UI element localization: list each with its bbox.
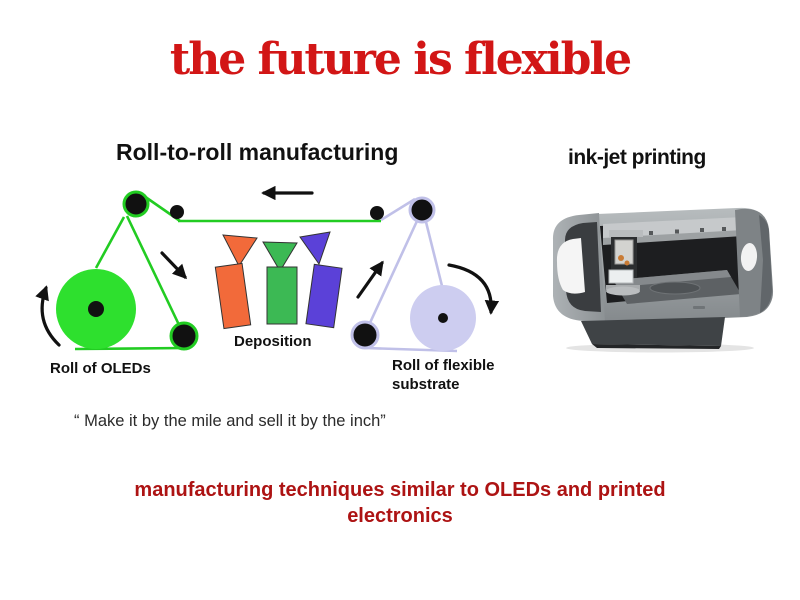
oled-roll-rotation-arrow (35, 285, 61, 347)
deposition-funnel-orange-nozzle (222, 234, 258, 267)
slide-title: the future is flexible (169, 34, 632, 85)
label-substrate-line2: substrate (392, 376, 460, 393)
inkjet-printer-photo (552, 207, 774, 353)
printer-gantry-rail-lower (603, 230, 743, 245)
roll-to-roll-diagram: Roll of OLEDs Deposition Roll of flexibl… (35, 185, 500, 393)
deposition-funnel-purple-body (305, 263, 343, 329)
roll-to-roll-heading: Roll-to-roll manufacturing (116, 139, 399, 165)
printer-printhead-assembly (606, 230, 643, 296)
roller-small-right (370, 206, 384, 220)
printer-base (581, 317, 725, 346)
printer-right-window (740, 243, 758, 271)
deposition-funnel-purple-nozzle (299, 231, 331, 266)
roller-small-left (170, 205, 184, 219)
quote-text: “ Make it by the mile and sell it by the… (74, 412, 386, 430)
label-substrate-line1: Roll of flexible (392, 357, 495, 374)
web-down-arrow (160, 251, 187, 280)
footer-line2: electronics (347, 505, 453, 527)
roller-top-left (122, 190, 150, 218)
inkjet-heading: ink-jet printing (568, 146, 706, 169)
footer-text: manufacturing techniques similar to OLED… (0, 477, 800, 529)
roller-top-right (408, 196, 436, 224)
substrate-roll-rotation-arrow (447, 263, 500, 315)
web-up-arrow (356, 260, 384, 299)
oled-roll-core-dot (88, 301, 104, 317)
printer-rail-marks (649, 227, 726, 235)
printer-right-panel-edge (759, 215, 772, 313)
label-deposition: Deposition (234, 333, 312, 350)
roller-bottom-right (350, 320, 380, 350)
label-roll-of-oleds: Roll of OLEDs (50, 360, 151, 377)
deposition-funnel-green-body (266, 266, 298, 325)
printer-logo-mark (693, 306, 705, 309)
printer-left-window (556, 238, 585, 294)
deposition-funnel-orange-body (214, 262, 252, 330)
substrate-roll-core-dot (438, 313, 448, 323)
printer-platen-edge (613, 270, 731, 287)
footer-line1: manufacturing techniques similar to OLED… (134, 479, 666, 501)
printer-platen-disc (649, 281, 701, 295)
roller-bottom-left (169, 321, 199, 351)
printer-base-bottom (592, 344, 721, 349)
deposition-funnel-green-nozzle (262, 241, 298, 272)
